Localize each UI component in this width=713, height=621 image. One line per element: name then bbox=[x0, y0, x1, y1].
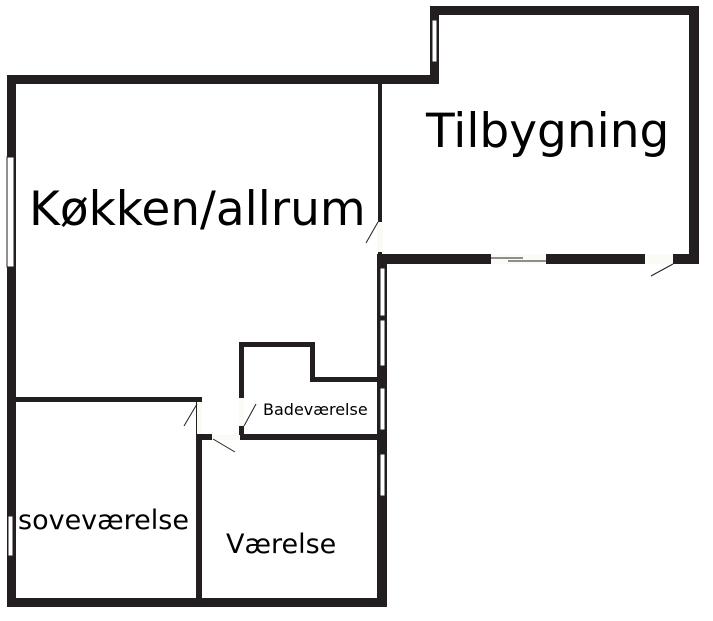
door-swing-sove bbox=[183, 403, 198, 427]
room-label-tilbygning: Tilbygning bbox=[426, 104, 670, 159]
door-sliding-tilbygning bbox=[491, 254, 546, 264]
room-label-sovevaerelse: soveværelse bbox=[18, 505, 189, 536]
window-right-2 bbox=[379, 319, 386, 367]
window-bath-right bbox=[379, 387, 386, 431]
door-tilbygning-exit bbox=[645, 254, 673, 264]
door-swing-kokken bbox=[365, 221, 379, 244]
door-bath bbox=[239, 398, 244, 426]
wall-bath-left bbox=[239, 342, 244, 440]
door-swing-exit bbox=[650, 263, 674, 277]
wall-kokken-tilbygning bbox=[378, 80, 382, 255]
door-swing-vaer bbox=[212, 438, 236, 453]
room-label-vaerelse: Værelse bbox=[226, 529, 337, 560]
wall-left bbox=[7, 75, 16, 607]
wall-tilbygning-top bbox=[430, 6, 699, 15]
door-swings bbox=[183, 221, 674, 453]
windows bbox=[6, 19, 438, 557]
wall-sove-top bbox=[12, 397, 202, 402]
wall-bath-step bbox=[310, 342, 315, 382]
door-swing-bath bbox=[243, 403, 257, 427]
wall-tilbygning-right bbox=[689, 6, 699, 264]
window-sove-left bbox=[7, 515, 14, 557]
door-kokken-tilbygning bbox=[377, 222, 383, 252]
wall-top-main bbox=[7, 75, 438, 84]
wall-bath-top2 bbox=[310, 377, 380, 382]
room-label-kokken: Køkken/allrum bbox=[29, 182, 366, 237]
wall-bath-top bbox=[239, 342, 315, 347]
door-sove bbox=[197, 402, 202, 434]
wall-right-lower bbox=[377, 255, 387, 607]
window-vaer-right bbox=[379, 453, 386, 497]
window-tilbygning-left bbox=[431, 19, 438, 63]
window-kokken-left bbox=[6, 156, 15, 268]
wall-hall-link bbox=[196, 434, 212, 440]
door-vaer bbox=[212, 435, 240, 440]
door-openings bbox=[197, 222, 673, 440]
wall-bath-bottom bbox=[239, 434, 381, 440]
window-right-1 bbox=[379, 267, 386, 317]
room-label-badevaerelse: Badeværelse bbox=[263, 400, 368, 419]
wall-sove-right bbox=[196, 397, 202, 605]
